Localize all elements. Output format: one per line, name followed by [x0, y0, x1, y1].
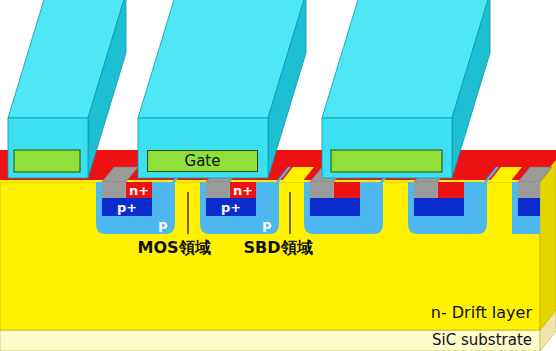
- area-label: SBD領域: [244, 238, 313, 259]
- gate-electrode: Gate: [147, 150, 258, 172]
- region-label: p+: [117, 200, 137, 215]
- region-label: p: [262, 217, 271, 232]
- substrate-band: SiC substrate: [0, 330, 540, 351]
- area-label: MOS領域: [137, 238, 210, 259]
- region-label: p+: [221, 200, 241, 215]
- region-label: n+: [233, 183, 253, 198]
- region-label: p: [158, 217, 167, 232]
- region-label: n+: [129, 183, 149, 198]
- node-text: SiC substrate: [432, 331, 532, 350]
- node-text: Gate: [185, 152, 221, 170]
- node-text: n- Drift layer: [431, 303, 532, 322]
